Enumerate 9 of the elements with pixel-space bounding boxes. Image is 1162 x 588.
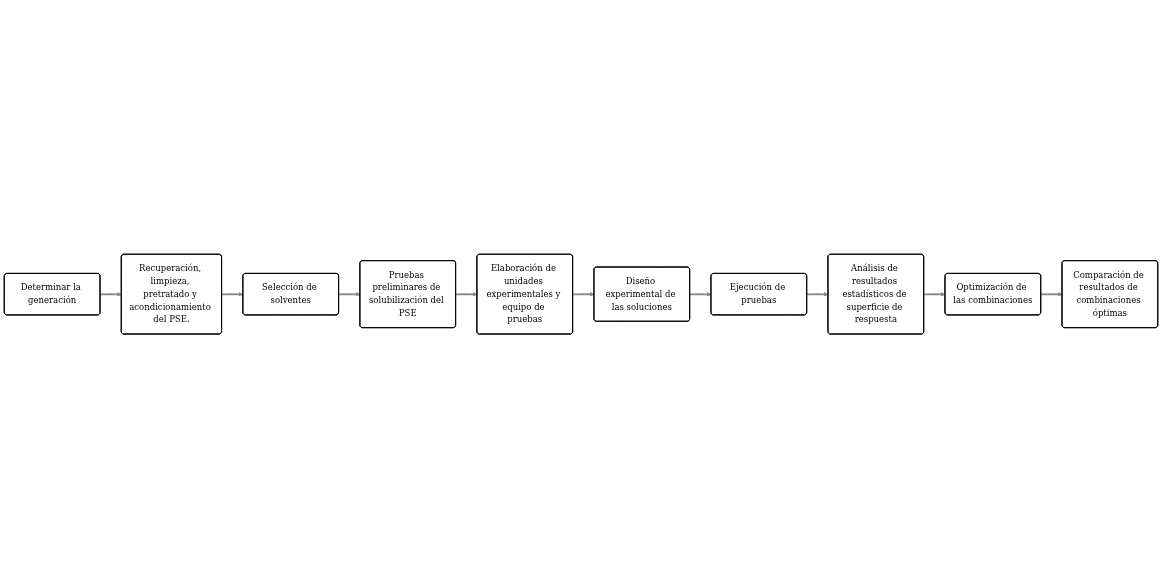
arrow (455, 291, 478, 297)
arrow (923, 291, 946, 297)
arrow (99, 291, 122, 297)
arrow (221, 291, 244, 297)
arrow (689, 291, 712, 297)
arrow (806, 291, 829, 297)
arrow (338, 291, 361, 297)
arrow (1040, 291, 1063, 297)
arrow (572, 291, 595, 297)
